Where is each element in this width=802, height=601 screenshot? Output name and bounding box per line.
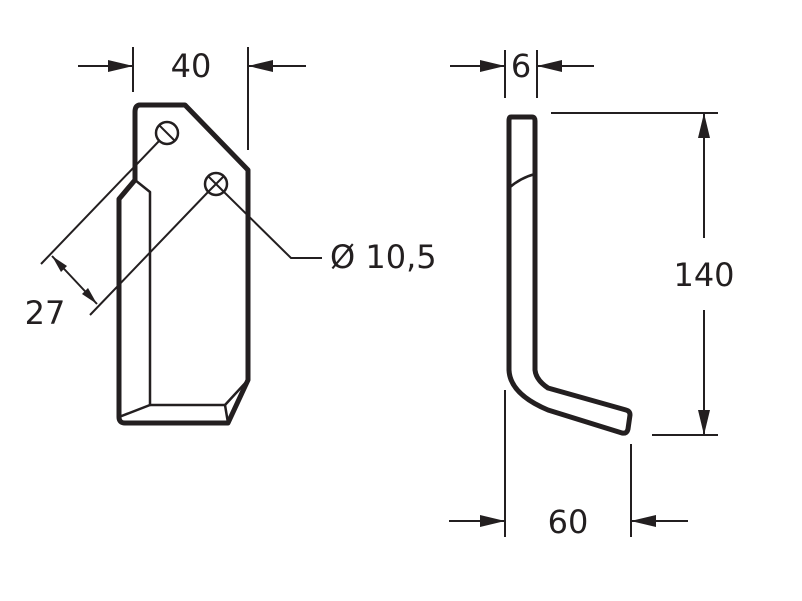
height-arrow-top <box>698 113 710 138</box>
diameter-leader <box>222 190 322 259</box>
width-arrow-left <box>108 60 133 72</box>
width-arrow-right <box>248 60 273 72</box>
blade-bevel-left <box>133 178 152 407</box>
blade-bevel-corner <box>223 403 230 425</box>
bar-top-bevel <box>507 172 537 190</box>
spacing-extension-lower <box>89 190 210 316</box>
width-label: 40 <box>171 47 212 85</box>
diameter-label: Ø 10,5 <box>330 238 437 276</box>
hole-upper <box>154 120 180 146</box>
thickness-arrow-left <box>480 60 505 72</box>
hole-lower-cross <box>207 175 225 193</box>
spacing-arrow-lower <box>82 288 97 304</box>
height-arrow-bottom <box>698 410 710 435</box>
blade-bevel-bottom <box>117 378 250 419</box>
offset-arrow-right <box>631 515 656 527</box>
side-view: 6 140 60 <box>449 47 735 541</box>
hole-lower <box>203 171 229 197</box>
offset-arrow-left <box>480 515 505 527</box>
spacing-label: 27 <box>25 294 66 332</box>
thickness-arrow-right <box>537 60 562 72</box>
offset-label: 60 <box>548 503 589 541</box>
thickness-label: 6 <box>511 47 531 85</box>
hole-upper-cross <box>158 124 176 142</box>
spacing-extension-upper <box>40 139 161 265</box>
height-label: 140 <box>673 256 734 294</box>
bar-outline <box>506 114 633 436</box>
front-view: 40 27 Ø 10,5 <box>25 47 437 426</box>
spacing-arrow-upper <box>52 256 67 272</box>
